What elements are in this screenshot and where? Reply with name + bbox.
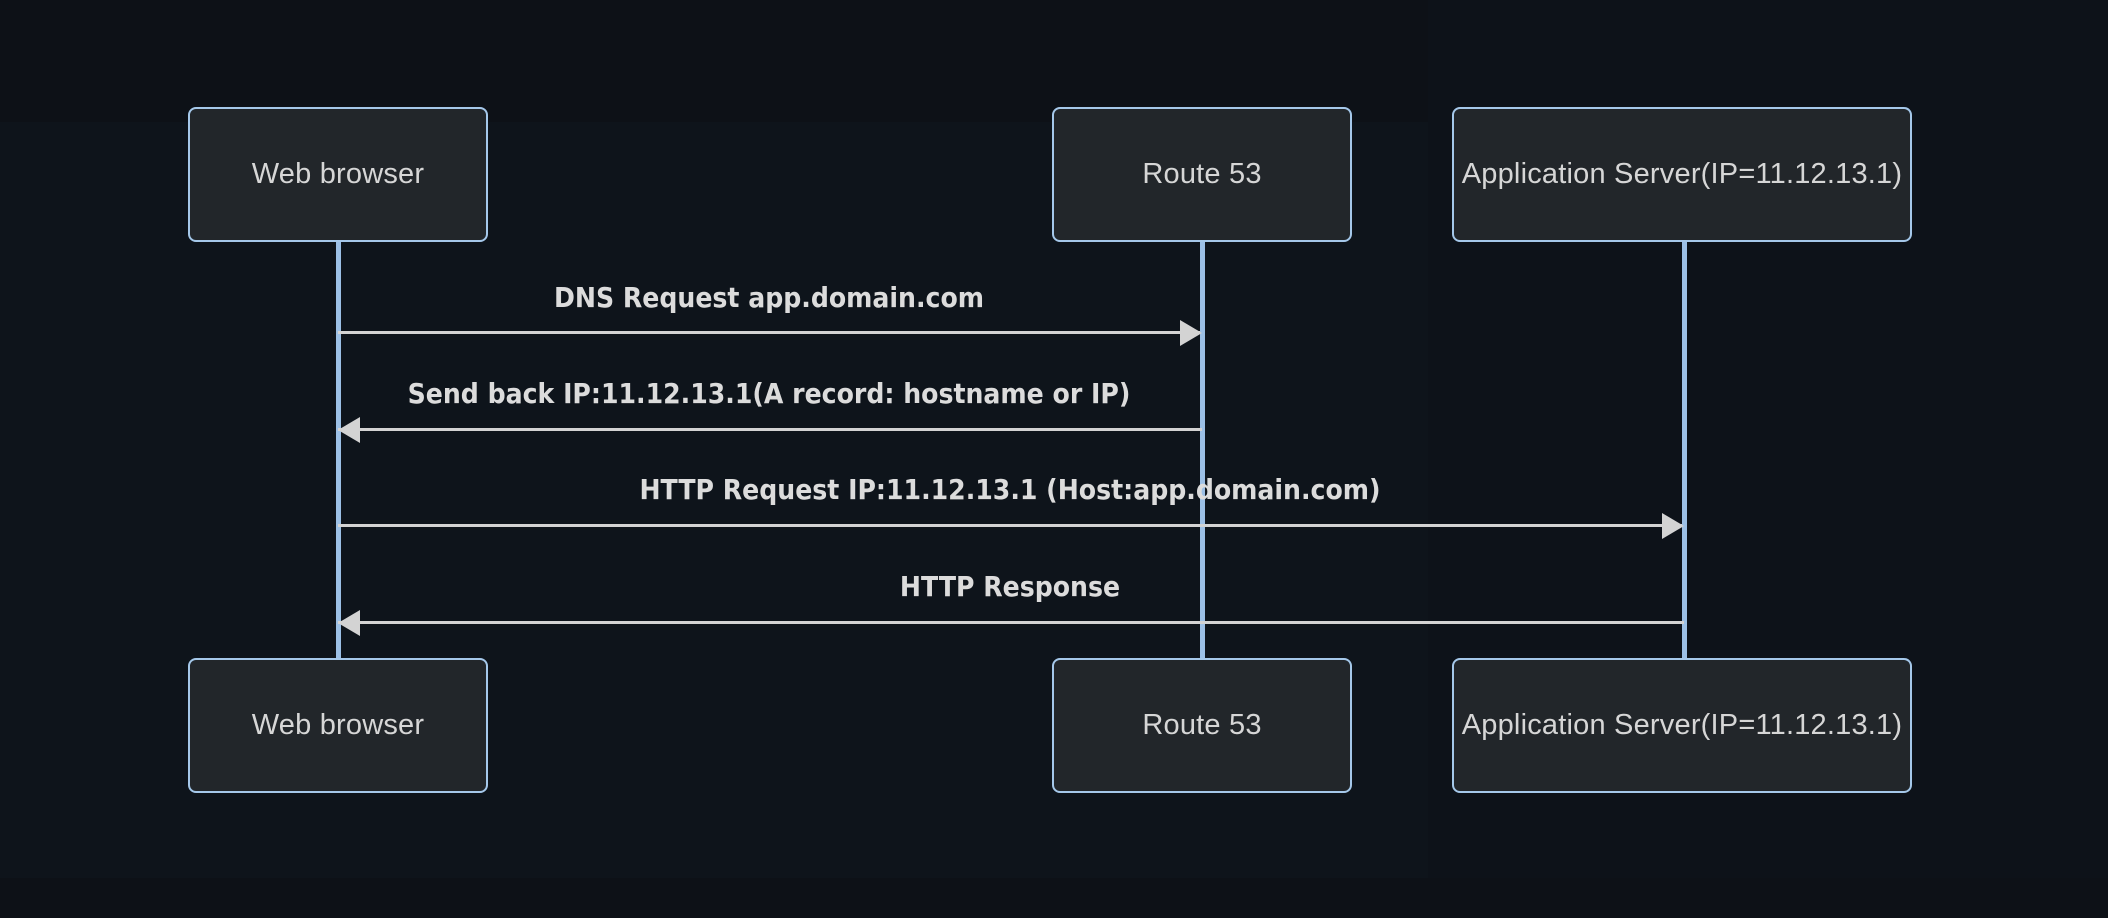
lifeline-appserver bbox=[1682, 240, 1687, 660]
message-line-4 bbox=[338, 621, 1684, 624]
participant-box-route53-bottom[interactable]: Route 53 bbox=[1052, 658, 1352, 793]
message-arrowhead-3 bbox=[1662, 513, 1684, 539]
message-label-3: HTTP Request IP:11.12.13.1 (Host:app.dom… bbox=[639, 473, 1381, 506]
participant-box-browser-bottom[interactable]: Web browser bbox=[188, 658, 488, 793]
message-arrowhead-1 bbox=[1180, 320, 1202, 346]
participant-label-appserver-top: Application Server(IP=11.12.13.1) bbox=[1461, 158, 1903, 190]
participant-label-appserver-bottom: Application Server(IP=11.12.13.1) bbox=[1461, 709, 1903, 741]
message-line-2 bbox=[338, 428, 1202, 431]
participant-label-browser-top: Web browser bbox=[251, 158, 425, 190]
participant-box-appserver-top[interactable]: Application Server(IP=11.12.13.1) bbox=[1452, 107, 1912, 242]
participant-label-route53-top: Route 53 bbox=[1142, 158, 1262, 190]
message-arrowhead-4 bbox=[338, 610, 360, 636]
participant-label-browser-bottom: Web browser bbox=[251, 709, 425, 741]
message-arrowhead-2 bbox=[338, 417, 360, 443]
lifeline-browser bbox=[336, 240, 341, 660]
participant-box-browser-top[interactable]: Web browser bbox=[188, 107, 488, 242]
message-line-3 bbox=[338, 524, 1682, 527]
participant-box-route53-top[interactable]: Route 53 bbox=[1052, 107, 1352, 242]
message-label-2: Send back IP:11.12.13.1(A record: hostna… bbox=[407, 377, 1131, 410]
participant-label-route53-bottom: Route 53 bbox=[1142, 709, 1262, 741]
message-label-1: DNS Request app.domain.com bbox=[553, 281, 985, 314]
participant-box-appserver-bottom[interactable]: Application Server(IP=11.12.13.1) bbox=[1452, 658, 1912, 793]
message-label-4: HTTP Response bbox=[899, 570, 1121, 603]
lifeline-route53 bbox=[1200, 240, 1205, 660]
message-line-1 bbox=[338, 331, 1200, 334]
